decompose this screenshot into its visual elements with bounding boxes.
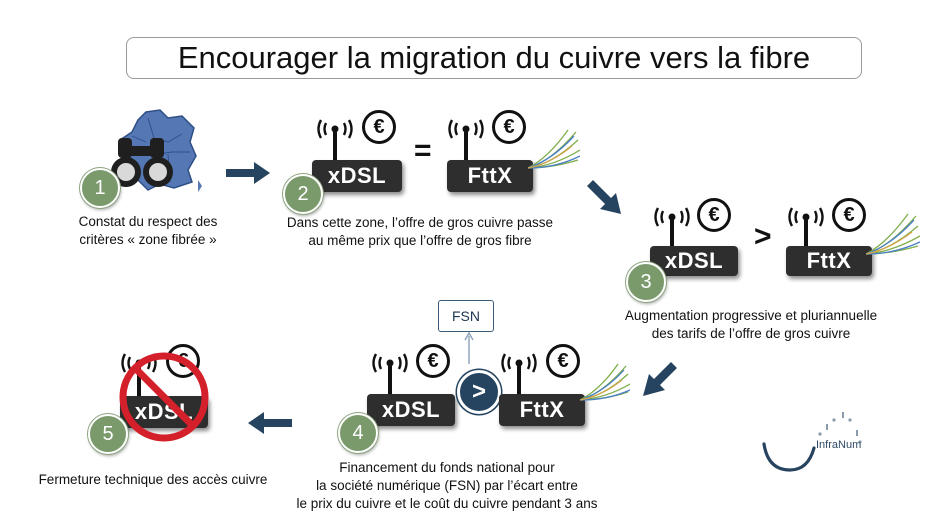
- step-5-badge: 5: [88, 414, 128, 454]
- step-4-caption: Financement du fonds national pour la so…: [272, 459, 622, 513]
- antenna: [137, 366, 141, 396]
- fttx-box: FttX: [499, 394, 585, 426]
- wifi-signal-icon: [501, 353, 537, 373]
- antenna: [333, 132, 337, 160]
- caption-line: Financement du fonds national pour: [339, 460, 555, 475]
- fiber-cable-icon: [580, 363, 630, 401]
- xdsl-box: xDSL: [367, 394, 455, 426]
- caption-line: la société numérique (FSN) par l’écart e…: [316, 478, 578, 493]
- page-title: Encourager la migration du cuivre vers l…: [126, 37, 862, 79]
- step-3-badge: 3: [626, 262, 666, 302]
- wifi-signal-icon: [788, 207, 824, 227]
- caption-line: Dans cette zone, l’offre de gros cuivre …: [286, 215, 554, 230]
- xdsl-box: xDSL: [120, 396, 208, 428]
- brand-name: InfraNum: [816, 439, 862, 451]
- wifi-signal-icon: [317, 119, 353, 139]
- xdsl-box: xDSL: [650, 246, 738, 276]
- step-3-caption: Augmentation progressive et pluriannuell…: [604, 307, 898, 343]
- euro-icon: €: [546, 344, 580, 378]
- arrow-right-icon: [226, 162, 270, 184]
- step-2-caption: Dans cette zone, l’offre de gros cuivre …: [262, 214, 578, 250]
- fsn-box: FSN: [438, 300, 494, 332]
- euro-icon: €: [697, 198, 731, 232]
- arrow-up-icon: [464, 332, 474, 364]
- caption-line: au même prix que l’offre de gros fibre: [308, 233, 532, 248]
- wifi-signal-icon: [654, 207, 690, 227]
- antenna: [670, 220, 674, 246]
- greater-than-circle: >: [457, 370, 501, 414]
- xdsl-box: xDSL: [312, 160, 402, 192]
- infranum-logo-icon: [762, 412, 862, 472]
- euro-icon: €: [362, 110, 396, 144]
- caption-line: Augmentation progressive et pluriannuell…: [624, 308, 878, 323]
- caption-line: des tarifs de l’offre de gros cuivre: [651, 326, 851, 341]
- wifi-signal-icon: [372, 353, 408, 373]
- euro-icon: €: [416, 344, 450, 378]
- step-1-badge: 1: [80, 168, 120, 208]
- caption-line: Fermeture technique des accès cuivre: [38, 472, 268, 487]
- antenna: [804, 220, 808, 246]
- caption-line: Constat du respect des: [78, 214, 218, 229]
- step-2-badge: 2: [283, 174, 323, 214]
- prohibition-icon: [119, 352, 209, 442]
- caption-line: critères « zone fibrée »: [79, 232, 217, 247]
- wifi-signal-icon: [448, 119, 484, 139]
- greater-than-sign: >: [754, 220, 772, 253]
- antenna: [388, 366, 392, 394]
- euro-icon: €: [832, 198, 866, 232]
- caption-line: le prix du cuivre et le coût du cuivre p…: [296, 496, 598, 511]
- equals-sign: =: [414, 134, 432, 167]
- arrow-down-right-icon: [587, 180, 621, 214]
- fiber-cable-icon: [866, 213, 920, 255]
- binoculars-icon: [111, 138, 173, 187]
- arrow-left-icon: [248, 412, 292, 434]
- antenna: [517, 366, 521, 394]
- step-1-caption: Constat du respect des critères « zone f…: [58, 213, 238, 249]
- fttx-box: FttX: [786, 246, 872, 276]
- fiber-cable-icon: [528, 129, 580, 169]
- step-4-badge: 4: [338, 413, 378, 453]
- euro-icon: €: [492, 110, 526, 144]
- page-title-text: Encourager la migration du cuivre vers l…: [177, 40, 811, 75]
- fttx-box: FttX: [447, 160, 533, 192]
- arrow-down-left-icon: [643, 362, 677, 396]
- step-5-caption: Fermeture technique des accès cuivre: [22, 471, 284, 489]
- antenna: [464, 132, 468, 160]
